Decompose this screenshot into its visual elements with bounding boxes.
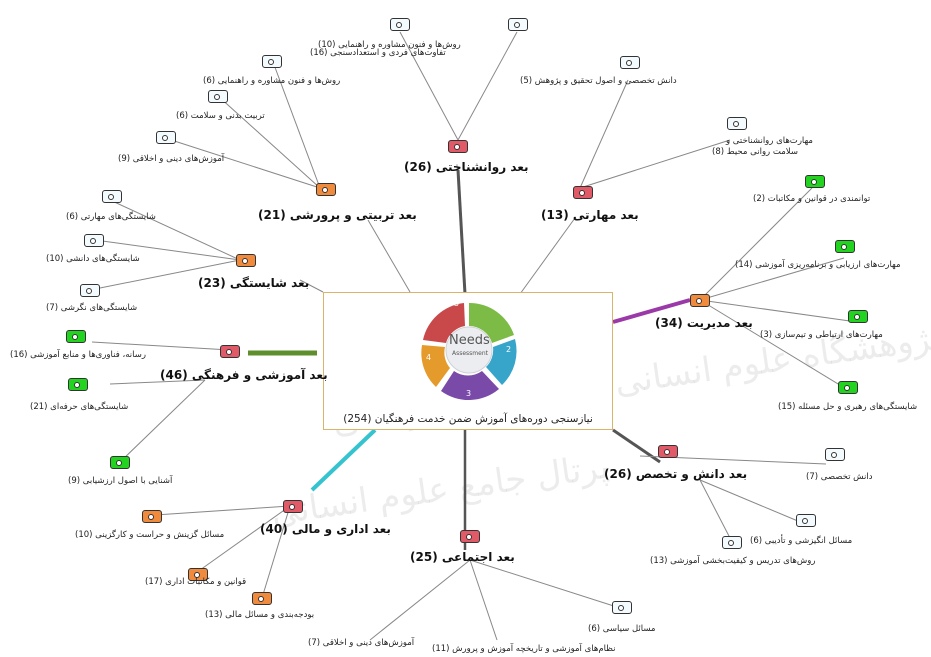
tag-icon — [460, 530, 480, 543]
leaf-label: شایستگی‌های مهارتی (6) — [66, 212, 156, 222]
tag-icon — [316, 183, 336, 196]
leaf-label: شایستگی‌های نگرشی (7) — [46, 303, 138, 313]
tag-icon — [620, 56, 640, 69]
logo-word: Needs — [449, 333, 490, 348]
leaf-label: نظام‌های آموزشی و تاریخچه آموزش و پرورش … — [432, 644, 616, 654]
tag-icon — [835, 240, 855, 253]
leaf-label: شایستگی‌های رهبری و حل مسئله (15) — [778, 402, 918, 412]
leaf-label: قوانین و مکاتبات اداری (17) — [145, 577, 247, 587]
tag-icon — [796, 514, 816, 527]
dimension-label-psych: بعد روانشناختی (26) — [404, 160, 529, 174]
leaf-label: مهارت‌های ارزیابی و برنامه‌ریزی آموزشی (… — [735, 260, 901, 270]
center-node: 1 2 3 4 5 Needs Assessment نیازسنجی دوره… — [323, 292, 613, 430]
dimension-label-manage: بعد مدیریت (34) — [655, 316, 753, 330]
tag-icon — [658, 445, 678, 458]
tag-icon — [448, 140, 468, 153]
tag-icon — [252, 592, 272, 605]
tag-icon — [825, 448, 845, 461]
leaf-label: سلامت روانی محیط (8) — [712, 147, 798, 157]
leaf-label: مهارت‌های ارتباطی و تیم‌سازی (3) — [760, 330, 883, 340]
tag-icon — [80, 284, 100, 297]
leaf-label: تفاوت‌های فردی و استعدادسنجی (16) — [310, 48, 446, 58]
tag-icon — [805, 175, 825, 188]
tag-icon — [236, 254, 256, 267]
leaf-label: مسائل انگیزشی و تأدیبی (6) — [750, 536, 853, 546]
tag-icon — [690, 294, 710, 307]
dimension-label-culture: بعد آموزشی و فرهنگی (46) — [160, 368, 328, 382]
dimension-label-knowledge: بعد دانش و تخصص (26) — [604, 467, 748, 481]
segment-label-1: 1 — [482, 298, 488, 307]
dimension-label-social: بعد اجتماعی (25) — [410, 550, 515, 564]
center-title: نیازسنجی دوره‌های آموزش ضمن خدمت فرهنگیا… — [343, 413, 593, 425]
tag-icon — [722, 536, 742, 549]
leaf-label: شایستگی‌های حرفه‌ای (21) — [30, 402, 129, 412]
leaf-label: رسانه، فناوری‌ها و منابع آموزشی (16) — [10, 350, 146, 360]
dimension-label-skill: بعد مهارتی (13) — [541, 208, 639, 222]
leaf-label: مسائل گزینش و حراست و کارگزینی (10) — [75, 530, 225, 540]
leaf-label: روش‌های تدریس و کیفیت‌بخشی آموزشی (13) — [650, 556, 816, 566]
leaf-label: آموزش‌های دینی و اخلاقی (9) — [118, 154, 225, 164]
segment-label-4: 4 — [426, 353, 432, 362]
dimension-label-admin: بعد اداری و مالی (40) — [260, 522, 391, 536]
segment-label-3: 3 — [466, 389, 472, 398]
leaf-label: شایستگی‌های دانشی (10) — [46, 254, 140, 264]
logo-subword: Assessment — [452, 350, 488, 357]
leaf-label: آموزش‌های دینی و اخلاقی (7) — [308, 638, 415, 648]
tag-icon — [110, 456, 130, 469]
tag-icon — [573, 186, 593, 199]
tag-icon — [838, 381, 858, 394]
tag-icon — [283, 500, 303, 513]
tag-icon — [727, 117, 747, 130]
tag-icon — [66, 330, 86, 343]
tag-icon — [102, 190, 122, 203]
leaf-label: مهارت‌های روانشناختی و — [726, 136, 813, 146]
tag-icon — [390, 18, 410, 31]
segment-label-5: 5 — [454, 299, 460, 308]
tag-icon — [848, 310, 868, 323]
tag-icon — [612, 601, 632, 614]
dimension-label-competency: بعد شایستگی (23) — [198, 276, 310, 290]
leaf-label: آشنایی با اصول ارزشیابی (9) — [68, 476, 173, 486]
leaf-label: توانمندی در قوانین و مکاتبات (2) — [753, 194, 871, 204]
tag-icon — [220, 345, 240, 358]
tag-icon — [68, 378, 88, 391]
needs-assessment-cycle-icon — [421, 302, 517, 401]
tag-icon — [508, 18, 528, 31]
leaf-label: روش‌ها و فنون مشاوره و راهنمایی (6) — [203, 76, 341, 86]
tag-icon — [262, 55, 282, 68]
tag-icon — [188, 568, 208, 581]
tag-icon — [208, 90, 228, 103]
leaf-label: تربیت بدنی و سلامت (6) — [176, 111, 265, 121]
leaf-label: مسائل سیاسی (6) — [588, 624, 656, 634]
dimension-label-training: بعد تربیتی و پرورشی (21) — [258, 208, 417, 222]
segment-label-2: 2 — [506, 345, 512, 354]
tag-icon — [84, 234, 104, 247]
leaf-label: دانش تخصصی (7) — [806, 472, 873, 482]
tag-icon — [142, 510, 162, 523]
leaf-label: روش‌ها و فنون مشاوره و راهنمایی (10) — [318, 40, 461, 50]
leaf-label: دانش تخصصی و اصول تحقیق و پژوهش (5) — [520, 76, 677, 86]
leaf-label: بودجه‌بندی و مسائل مالی (13) — [205, 610, 315, 620]
tag-icon — [156, 131, 176, 144]
